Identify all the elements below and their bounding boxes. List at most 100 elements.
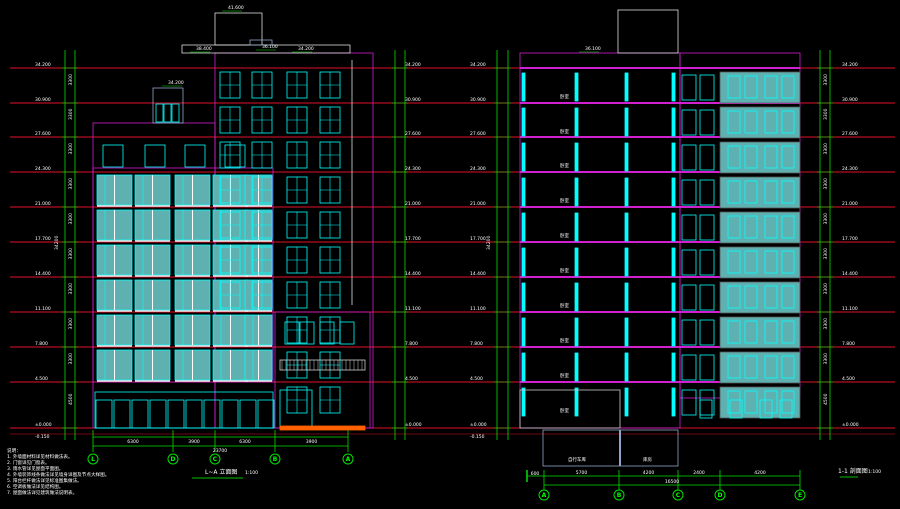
level-label-mid-right: 14.400 [405,271,421,277]
note-item: 1. 外墙面材料详见材料做法表。 [7,455,73,460]
floor-height-dim: 4500 [823,393,829,405]
total-height-dim: 34200 [54,236,60,250]
general-notes: 说明： 1. 外墙面材料详见材料做法表。 2. 门窗详见门窗表。 3. 雨水管详… [7,449,109,497]
floor-height-dim: 3300 [823,283,829,295]
level-label-left: 7.800 [35,341,48,347]
axis-bubble [794,489,806,501]
axis-label: A [542,492,547,499]
level-label-mid-right: 11.100 [405,306,421,312]
level-label-mid-right: 7.800 [405,341,418,347]
window [781,320,795,344]
level-label-mid-left: ±0.000 [470,422,487,428]
window [744,215,758,239]
axis-bubble [672,489,684,501]
canopy-rail [279,359,366,371]
shop-door [95,399,113,429]
window [299,321,315,345]
section-window [574,107,579,137]
window [681,389,697,416]
section-window [624,317,629,347]
window [727,180,741,204]
section-window [521,282,526,312]
window [699,319,715,346]
floor-height-dim: 3300 [68,108,74,120]
window [339,321,355,345]
axis-dim: 2400 [693,470,705,476]
window [102,144,124,168]
axis-bubble [87,453,99,465]
section-window [624,352,629,382]
level-label-mid-right: 17.700 [405,236,421,242]
room-tag: 卧室 [560,128,569,135]
section-window [574,72,579,102]
dimension-chains [62,10,833,501]
window [184,144,206,168]
section-window [574,142,579,172]
window [781,145,795,169]
window [319,321,335,345]
window [744,390,758,414]
roof-elevation-label: 41.600 [228,5,244,11]
window [764,355,778,379]
window [699,284,715,311]
window [781,250,795,274]
note-item: 2. 门窗详见门窗表。 [7,461,50,466]
floor-height-dim: 3300 [823,74,829,86]
level-label-mid-left: 4.500 [470,376,483,382]
section-window [624,177,629,207]
section-window [521,387,526,417]
shop-door [185,399,203,429]
axis-label: C [213,456,218,463]
level-label-right: 27.600 [842,131,858,137]
section-window [521,317,526,347]
window [744,320,758,344]
roof-room [152,87,184,124]
window [727,110,741,134]
axis-dim: 4200 [754,470,766,476]
window [744,110,758,134]
level-label-mid-left: 30.900 [470,97,486,103]
room-tag: 卧室 [560,407,569,414]
window [727,145,741,169]
floor-height-dim: 3300 [68,213,74,225]
roof-elevation-label: 36.100 [585,46,601,52]
axis-bubble [613,489,625,501]
shop-door [149,399,167,429]
window [781,390,795,414]
section-window [671,282,676,312]
section-outline [519,52,681,429]
section-window [521,212,526,242]
ground-window [759,399,773,419]
section-window [624,282,629,312]
shop-door [167,399,185,429]
section-window [671,352,676,382]
window [681,284,697,311]
roof-window [163,103,172,123]
right-section [519,9,801,467]
window [764,75,778,99]
room-tag: 卧室 [560,372,569,379]
axis-label: B [273,456,278,463]
level-label-left: 24.300 [35,166,51,172]
floor-height-dim: 3300 [68,74,74,86]
window [727,250,741,274]
floor-height-dim: 3300 [68,353,74,365]
window [681,354,697,381]
shop-door [113,399,131,429]
level-label-mid-left: 34.200 [470,62,486,68]
level-label-left: 21.000 [35,201,51,207]
roof-elevation-label: 36.100 [262,44,278,50]
level-label-right: 7.800 [842,341,855,347]
note-item: 5. 阳台栏杆做法详见标准图集做法。 [7,479,82,484]
window [764,320,778,344]
level-label-right: 34.200 [842,62,858,68]
room-label: 自行车库 [568,456,586,463]
window [727,355,741,379]
window [781,355,795,379]
roof-elevation-label: 34.200 [168,80,184,86]
section-window [574,247,579,277]
window [727,390,741,414]
window [144,144,166,168]
